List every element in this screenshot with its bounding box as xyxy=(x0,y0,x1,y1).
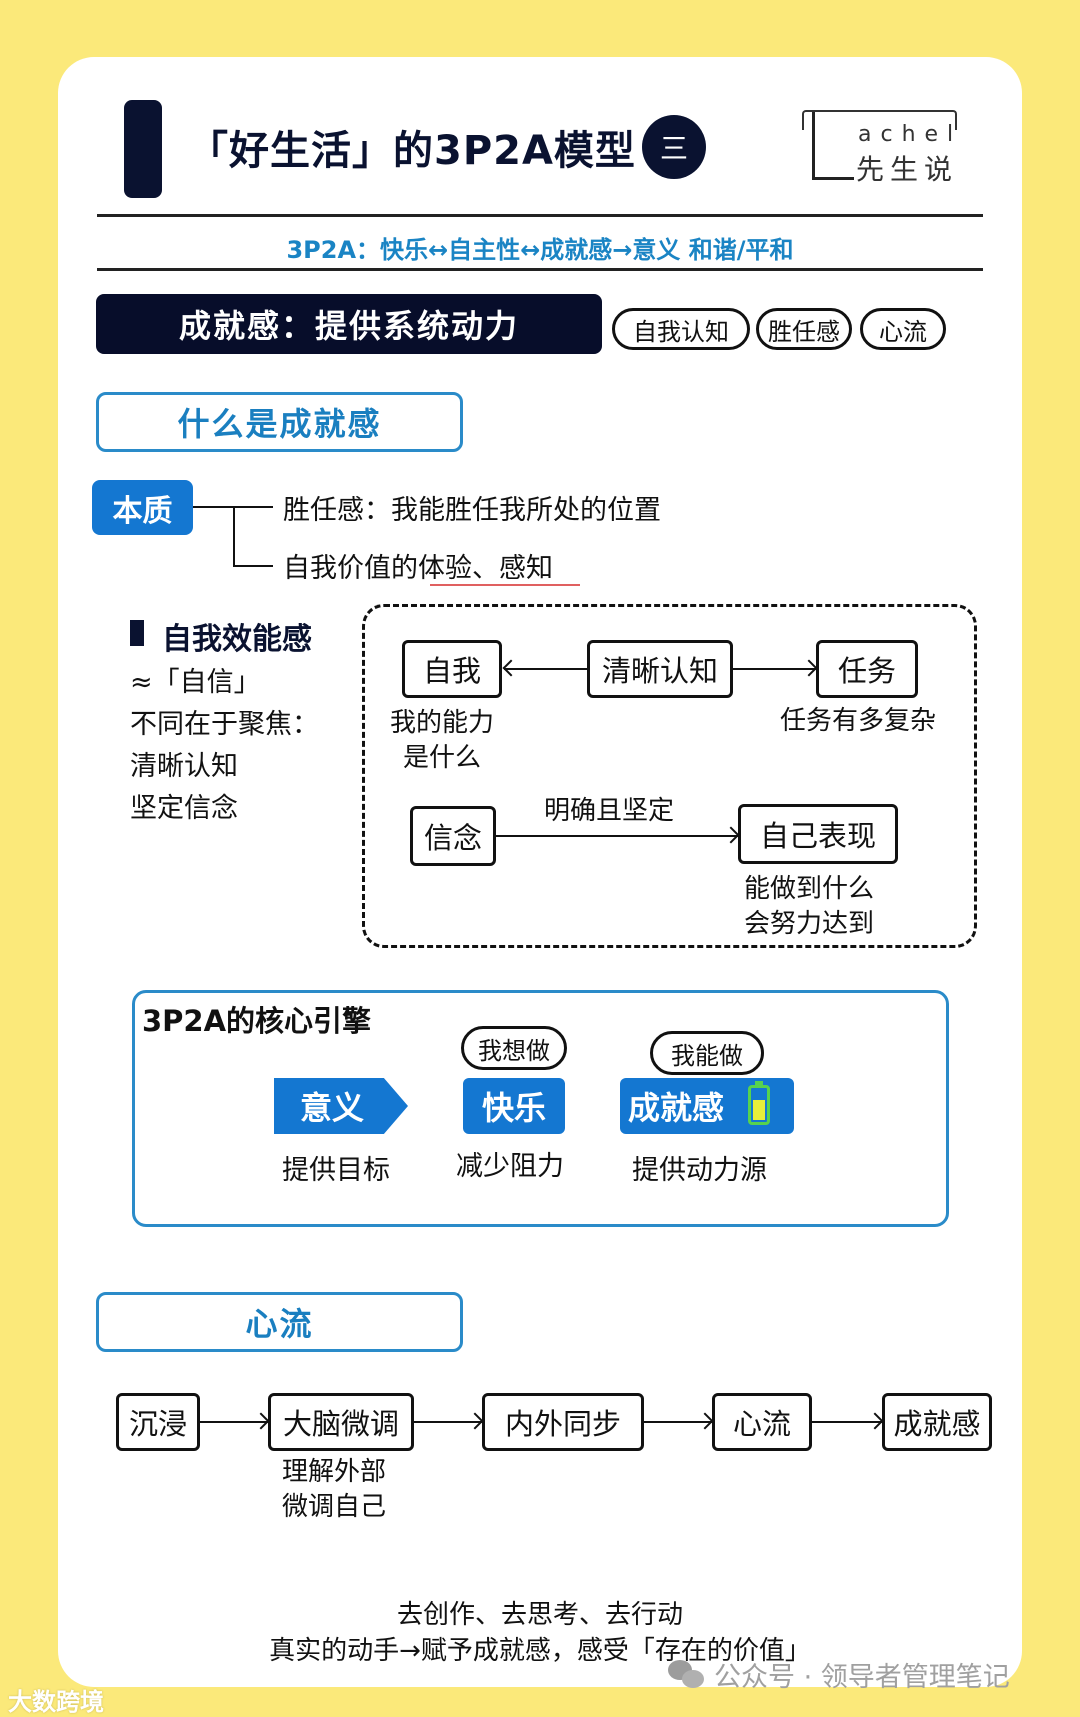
core-engine-panel xyxy=(132,990,949,1227)
wechat-icon xyxy=(668,1658,708,1692)
what-is-heading: 什么是成就感 xyxy=(96,392,463,452)
node-self: 自我 xyxy=(402,640,502,698)
arrow-right xyxy=(496,835,738,837)
logo-frame xyxy=(802,110,957,130)
flow-step: 大脑微调 xyxy=(268,1393,414,1451)
logo-english: achel xyxy=(858,122,963,147)
self-efficacy-diagram xyxy=(362,604,977,948)
tag-competence: 胜任感 xyxy=(756,308,852,350)
brain-adjust-desc-line: 微调自己 xyxy=(282,1492,387,1522)
arrow-right xyxy=(414,1421,482,1423)
happiness-tag: 快乐 xyxy=(463,1078,565,1134)
flow-step: 成就感 xyxy=(882,1393,992,1451)
self-desc-line: 是什么 xyxy=(403,743,482,773)
arrow-right xyxy=(644,1421,712,1423)
arrow-left xyxy=(504,668,587,670)
flow-step: 心流 xyxy=(712,1393,812,1451)
core-engine-title: 3P2A的核心引擎 xyxy=(142,1004,372,1038)
arrow-right xyxy=(733,668,816,670)
meaning-tag: 意义 xyxy=(274,1078,408,1134)
self-efficacy-line: ≈「自信」 xyxy=(130,667,261,698)
happiness-desc: 减少阻力 xyxy=(456,1151,564,1182)
self-desc-line: 我的能力 xyxy=(390,708,495,738)
arrow-right xyxy=(812,1421,882,1423)
achievement-desc: 提供动力源 xyxy=(632,1155,767,1186)
performance-desc-line: 会努力达到 xyxy=(744,909,875,939)
self-efficacy-line: 清晰认知 xyxy=(130,751,238,782)
divider-top xyxy=(97,214,983,217)
watermark: 公众号 · 领导者管理笔记 xyxy=(668,1655,1010,1694)
tag-flow: 心流 xyxy=(860,308,946,350)
self-efficacy-line: 坚定信念 xyxy=(130,793,238,824)
page-title: 「好生活」的3P2A模型 xyxy=(188,128,636,174)
arrow-right xyxy=(200,1421,268,1423)
essence-label: 本质 xyxy=(92,480,193,535)
model-subtitle: 3P2A：快乐↔自主性↔成就感→意义 和谐/平和 xyxy=(286,236,794,264)
performance-desc: 能做到什么 会努力达到 xyxy=(744,872,874,942)
flow-step: 内外同步 xyxy=(482,1393,644,1451)
flow-heading: 心流 xyxy=(96,1292,463,1352)
belief-arrow-label: 明确且坚定 xyxy=(544,796,675,826)
node-task: 任务 xyxy=(816,640,918,698)
brain-adjust-desc-line: 理解外部 xyxy=(282,1457,387,1487)
task-desc: 任务有多复杂 xyxy=(780,706,937,736)
brand-watermark: 大数跨境 xyxy=(8,1688,104,1716)
self-efficacy-line: 不同在于聚焦： xyxy=(130,709,319,740)
tree-line xyxy=(233,565,273,567)
watermark-text: 公众号 · 领导者管理笔记 xyxy=(714,1662,1010,1693)
self-desc: 我的能力 是什么 xyxy=(390,706,494,776)
self-efficacy-title: 自我效能感 xyxy=(162,622,312,657)
logo-chinese: 先生说 xyxy=(856,153,959,186)
bullet-marker xyxy=(130,620,144,646)
section-heading: 成就感：提供系统动力 xyxy=(96,294,602,354)
brain-adjust-desc: 理解外部 微调自己 xyxy=(282,1455,386,1525)
node-clear-cognition: 清晰认知 xyxy=(587,640,733,698)
title-accent-bar xyxy=(124,100,162,198)
part-badge: 三 xyxy=(642,115,706,179)
tree-line xyxy=(233,506,235,566)
can-do-pill: 我能做 xyxy=(650,1031,764,1075)
divider-bottom xyxy=(97,268,983,271)
flow-step: 沉浸 xyxy=(116,1393,200,1451)
node-performance: 自己表现 xyxy=(738,804,898,864)
battery-icon xyxy=(748,1081,770,1125)
branch-self-value: 自我价值的体验、感知 xyxy=(283,553,553,584)
tag-self-awareness: 自我认知 xyxy=(612,308,750,350)
node-belief: 信念 xyxy=(410,806,496,866)
performance-desc-line: 能做到什么 xyxy=(744,874,875,904)
logo-letter-l xyxy=(812,112,854,180)
highlight-underline xyxy=(430,584,580,586)
meaning-desc: 提供目标 xyxy=(282,1155,390,1186)
want-to-pill: 我想做 xyxy=(461,1026,567,1070)
footer-line-1: 去创作、去思考、去行动 xyxy=(396,1600,683,1630)
branch-competence: 胜任感：我能胜任我所处的位置 xyxy=(283,495,661,526)
footer-line-2: 真实的动手→赋予成就感，感受「存在的价值」 xyxy=(269,1636,811,1666)
